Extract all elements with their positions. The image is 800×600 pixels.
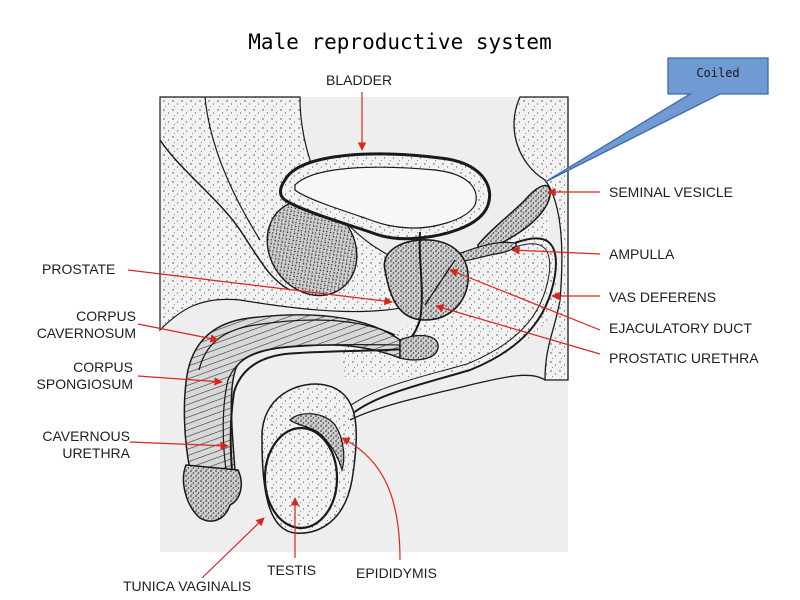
body-outline	[159, 139, 291, 291]
label-corpus-cavernosum-line-2: CAVERNOSUM	[36, 325, 136, 341]
label-cavernous-urethra-line-1: CAVERNOUS	[42, 428, 130, 444]
pointer-ejaculatory-duct	[449, 268, 601, 331]
label-corpus-spongiosum: CORPUS SPONGIOSUM	[20, 359, 133, 393]
label-corpus-cavernosum: CORPUS CAVERNOSUM	[20, 308, 136, 342]
label-corpus-spongiosum-line-2: SPONGIOSUM	[36, 376, 133, 392]
prostate-shape	[383, 239, 469, 321]
label-vas-deferens: VAS DEFERENS	[609, 289, 717, 305]
rectum-region	[513, 96, 569, 381]
label-epididymis: EPIDIDYMIS	[356, 565, 437, 581]
bladder-inner	[294, 166, 477, 229]
body-outline-2	[204, 96, 261, 241]
pointer-corpus-cavernosum	[137, 323, 219, 343]
label-seminal-vesicle: SEMINAL VESICLE	[609, 184, 733, 200]
label-tunica-vaginalis: TUNICA VAGINALIS	[123, 578, 252, 594]
label-bladder: BLADDER	[326, 72, 393, 88]
label-corpus-cavernosum-line-1: CORPUS	[76, 308, 136, 324]
pointer-prostate	[127, 269, 393, 306]
diagram-title: Male reproductive system	[248, 30, 552, 54]
leg-outline	[349, 374, 546, 421]
label-prostate: PROSTATE	[42, 261, 116, 277]
vas-deferens-inner	[339, 243, 551, 415]
ampulla-shape	[454, 241, 517, 263]
pointer-cavernous-urethra	[129, 441, 229, 450]
callout-text: Coiled	[696, 66, 740, 80]
pointer-corpus-spongiosum	[137, 375, 223, 386]
pointer-epididymis	[341, 437, 401, 561]
glans	[182, 464, 242, 522]
penile-bulb	[399, 334, 439, 361]
label-cavernous-urethra-line-2: URETHRA	[62, 445, 130, 461]
label-ampulla: AMPULLA	[609, 246, 675, 262]
epididymis-shape	[289, 413, 345, 473]
pointer-tunica-vaginalis	[201, 517, 265, 579]
testis-shape	[263, 426, 339, 530]
callout-bubble	[544, 57, 769, 183]
label-corpus-spongiosum-line-1: CORPUS	[73, 359, 133, 375]
label-ejaculatory-duct: EJACULATORY DUCT	[609, 320, 752, 336]
cavernous-urethra-shape	[229, 346, 426, 471]
label-testis: TESTIS	[267, 562, 317, 578]
corpus-spongiosum-shape	[222, 344, 411, 471]
ejaculatory-duct-shape	[424, 259, 456, 306]
label-prostatic-urethra: PROSTATIC URETHRA	[609, 350, 759, 366]
label-cavernous-urethra: CAVERNOUS URETHRA	[20, 428, 130, 462]
corpus-cavernosum-shape	[198, 319, 396, 371]
pointer-ampulla	[511, 246, 601, 255]
pointer-prostatic-urethra	[435, 304, 601, 355]
